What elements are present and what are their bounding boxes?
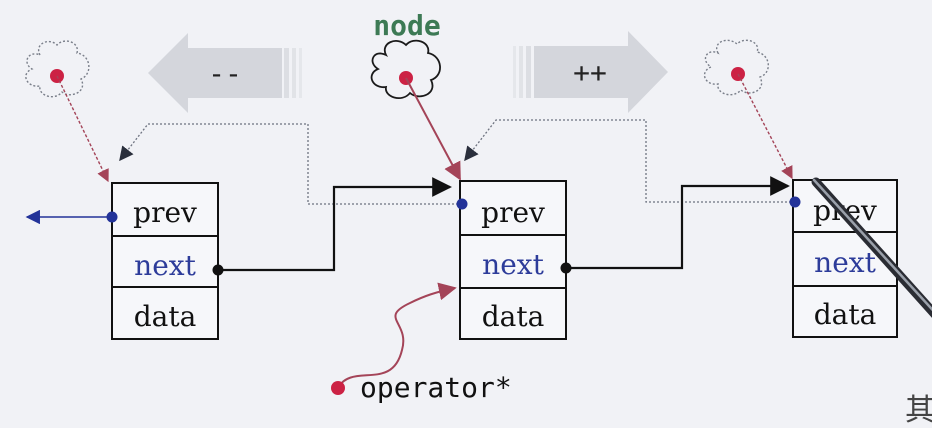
list-node-2: prev next data	[456, 180, 572, 340]
increment-arrow: ++	[513, 31, 668, 113]
next-iterator-cloud	[703, 39, 769, 96]
next-dot	[560, 262, 572, 274]
operator-dot	[331, 381, 345, 395]
node-label: node	[373, 9, 440, 42]
corner-char: 其	[905, 393, 932, 424]
list-node-3: prev next data	[789, 179, 898, 338]
next-field: next	[814, 246, 876, 279]
prev-iterator-pointer	[56, 75, 109, 183]
prev-link-node3	[464, 119, 795, 203]
prev-iterator-cloud	[25, 40, 90, 98]
next-dot	[212, 264, 224, 276]
data-field: data	[482, 300, 545, 333]
current-iterator-cloud	[370, 39, 441, 100]
decrement-label: --	[208, 57, 242, 90]
next-iterator-pointer	[737, 73, 793, 180]
decrement-arrow: --	[148, 33, 302, 113]
increment-label: ++	[573, 56, 607, 89]
prev-field: prev	[481, 196, 545, 229]
data-field: data	[134, 300, 197, 333]
prev-dot	[106, 211, 118, 223]
prev-link-node2	[119, 123, 462, 205]
next-link-node1	[219, 177, 452, 272]
next-link-node2	[566, 176, 790, 270]
data-field: data	[814, 298, 877, 331]
prev-dot	[456, 198, 468, 210]
stylus-pen	[811, 177, 932, 318]
next-field: next	[134, 249, 196, 282]
operator-pointer	[337, 282, 457, 389]
operator-label: operator*	[360, 371, 512, 404]
list-node-1: prev next data	[106, 182, 224, 340]
next-field: next	[482, 248, 544, 281]
prev-field: prev	[133, 196, 197, 229]
current-iterator-pointer	[405, 77, 461, 181]
prev-dot	[789, 196, 801, 208]
